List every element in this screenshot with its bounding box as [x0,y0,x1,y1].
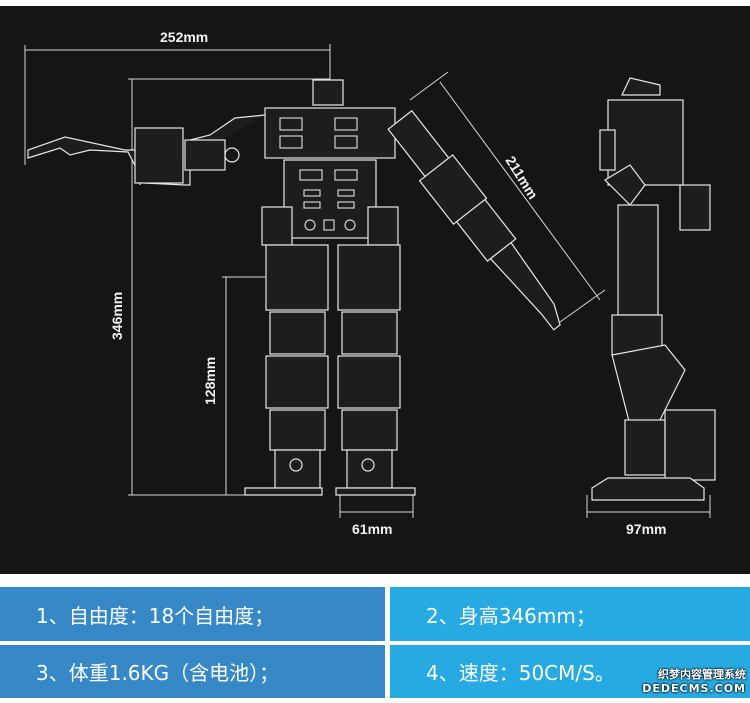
arm-length-dimension-line [409,71,606,323]
robot-shoulders [264,107,396,159]
robot-dimension-diagram: 252mm 346mm 128mm 211mm 61mm 97mm [0,6,750,574]
leg-height-dimension-line [222,276,265,495]
robot-right-leg [337,244,401,489]
height-dimension-line [128,78,330,496]
robot-drawing: 252mm 346mm 128mm 211mm 61mm 97mm [24,29,716,537]
arm-length-label: 211mm [502,153,541,202]
robot-front-view [27,79,561,496]
leg-height-label: 128mm [202,357,218,405]
spec-weight: 3、体重1.6KG（含电池）； [0,645,385,698]
side-depth-dimension-line [586,495,711,518]
robot-chest [283,159,377,239]
foot-width-label: 61mm [352,521,392,537]
watermark-line2: DEDECMS.COM [642,682,746,695]
robot-side-view [591,77,716,501]
spec-speed: 4、速度：50CM/S。 [390,645,750,698]
height-label: 346mm [109,292,125,340]
side-depth-label: 97mm [626,521,666,537]
robot-left-arm [27,114,266,186]
robot-head [312,79,344,106]
foot-width-dimension-line [339,495,414,518]
spec-degrees-of-freedom: 1、自由度：18个自由度； [0,587,385,641]
robot-hip-right [367,206,399,246]
watermark: 织梦内容管理系统 DEDECMS.COM [642,668,746,696]
robot-right-foot [335,487,416,496]
width-label: 252mm [160,29,208,45]
spec-height: 2、身高346mm； [390,587,750,641]
robot-left-foot [244,487,323,496]
robot-hip-left [261,206,293,246]
watermark-line1: 织梦内容管理系统 [658,668,746,681]
robot-left-leg [265,244,329,489]
